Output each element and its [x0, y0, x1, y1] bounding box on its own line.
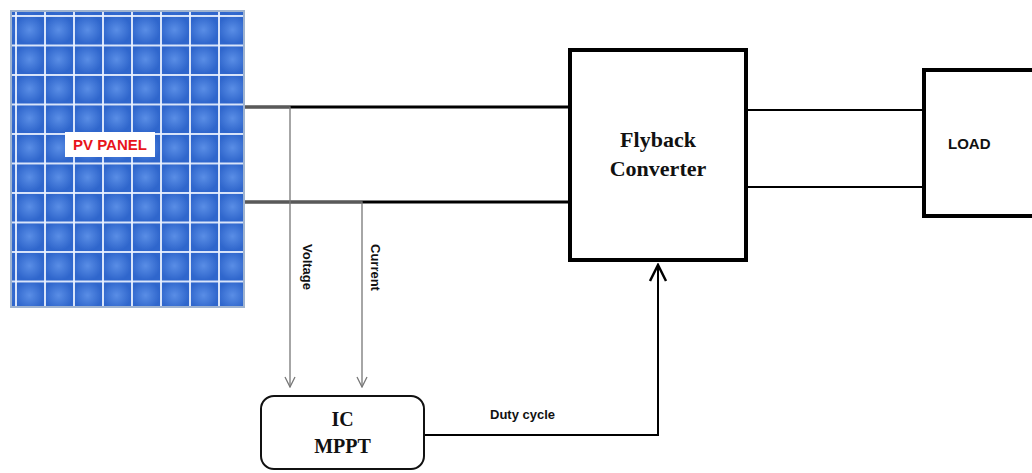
- output-wire: [748, 109, 922, 111]
- box-label: IC MPPT: [308, 406, 378, 460]
- pv-panel: PV PANEL: [10, 10, 245, 308]
- power-wire: [245, 106, 568, 109]
- sense-arrow: [245, 202, 362, 387]
- load-box: LOAD: [922, 68, 1032, 218]
- converter-box: Flyback Converter: [568, 48, 748, 262]
- output-wire: [748, 186, 922, 188]
- sense-arrow: [245, 107, 290, 387]
- control-arrow: [425, 265, 658, 435]
- signal-label: Duty cycle: [488, 407, 557, 422]
- signal-label: Current: [368, 242, 383, 293]
- signal-label: Voltage: [300, 242, 315, 292]
- box-label: PV PANEL: [65, 132, 155, 157]
- controller-box: IC MPPT: [260, 395, 425, 470]
- box-label: LOAD: [926, 135, 991, 152]
- box-label: Flyback Converter: [593, 126, 723, 183]
